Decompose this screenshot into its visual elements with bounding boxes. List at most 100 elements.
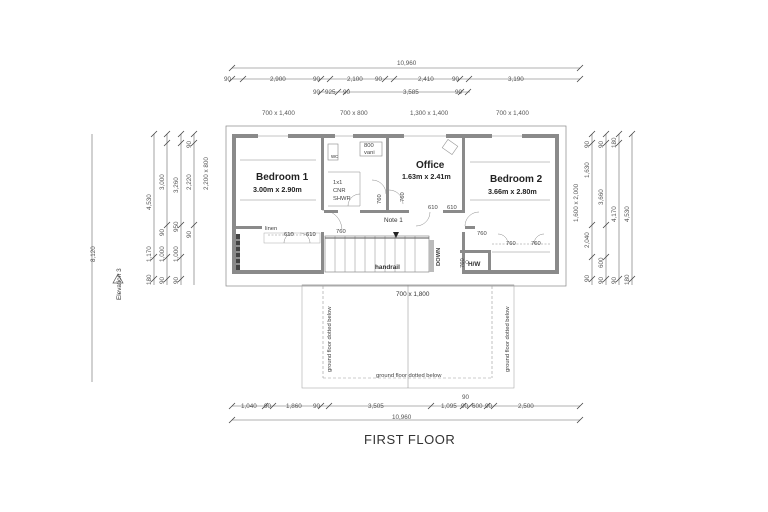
void-area: 700 x 1,800 ground floor dotted below gr… [301, 284, 515, 389]
window-dim-1: 700 x 1,400 [262, 110, 295, 117]
door-width-robe-2: 760 [531, 241, 541, 247]
elevation-marker: Elevation 3 [112, 268, 124, 300]
left-dim-1000b: 1,000 [173, 246, 180, 262]
left-dim-90c: 90 [173, 276, 180, 284]
left-dim-90a: 90 [159, 228, 166, 236]
right-dim-180a: 180 [611, 137, 618, 148]
right-window-dim: 1,600 x 2,000 [573, 183, 580, 222]
right-dim-2040: 2,040 [584, 232, 591, 248]
bottom-dim-5: 3,505 [368, 403, 384, 410]
left-overall-dim: 8,120 [90, 246, 97, 262]
top-dim-3: 90 [313, 76, 321, 83]
bottom-mid-dim: 90 [462, 394, 470, 401]
right-dim-90e: 90 [611, 276, 618, 284]
left-dim-180: 180 [146, 274, 153, 285]
top-row3-3: 90 [343, 89, 351, 96]
shower-label-1: 1x1 [333, 180, 342, 186]
drawing-title: FIRST FLOOR [364, 432, 455, 447]
office-name: Office [416, 160, 445, 171]
right-dimensions: 1,600 x 2,000 90 90 180 1,630 2,040 90 3… [573, 130, 636, 285]
desk-icon [441, 139, 459, 155]
top-dim-2: 2,900 [270, 76, 286, 83]
left-dim-1000a: 1,000 [159, 246, 166, 262]
top-dim-5: 90 [375, 76, 383, 83]
shower-label-2: CNR [333, 188, 346, 194]
bottom-dim-4: 90 [313, 403, 321, 410]
right-dim-1630: 1,630 [584, 162, 591, 178]
bottom-overall-dim: 10,960 [392, 414, 412, 421]
bottom-dim-3: 1,860 [286, 403, 302, 410]
first-floor-plan: wc 800 vani 1x1 CNR SHWR Bedroom 1 3.00m… [225, 125, 567, 389]
window-dim-2: 700 x 800 [340, 110, 368, 117]
note-label: Note 1 [384, 217, 403, 224]
wc-label: wc [330, 154, 338, 160]
window-dim-3: 1,300 x 1,400 [410, 110, 449, 117]
elevation-label: Elevation 3 [116, 268, 123, 300]
door-width-office-side: 760 [400, 192, 406, 202]
top-dim-7: 90 [452, 76, 460, 83]
right-dim-90b: 90 [598, 140, 605, 148]
void-window-dim: 700 x 1,800 [396, 291, 430, 298]
left-window-dim: 2,200 x 800 [203, 157, 210, 190]
top-dim-4: 2,100 [347, 76, 363, 83]
bottom-dim-2: 90 [264, 403, 272, 410]
door-width-robe-1: 760 [506, 241, 516, 247]
bottom-dim-8: 600 [472, 403, 483, 410]
left-dim-3000: 3,000 [159, 174, 166, 190]
right-dim-90c: 90 [584, 274, 591, 282]
left-dim-90b: 90 [159, 276, 166, 284]
bottom-dimensions: 1,040 90 1,860 90 3,505 1,095 90 600 90 … [228, 394, 584, 424]
right-dim-90a: 90 [584, 140, 591, 148]
door-width-linen-1: 610 [284, 232, 294, 238]
top-dim-1: 90 [224, 76, 232, 83]
hw-door-width: 760 [460, 258, 466, 268]
top-dimensions: 10,960 90 2,900 90 2,100 90 2,410 90 3,1… [224, 60, 584, 117]
bedroom2-name: Bedroom 2 [490, 174, 543, 185]
left-dim-950: 950 [173, 221, 180, 232]
left-dim-90d: 90 [186, 140, 193, 148]
left-dimensions: 8,120 Elevation 3 4,530 1, [90, 130, 210, 382]
stair-down-label: DOWN [436, 248, 442, 266]
handrail-label: handrail [375, 264, 400, 271]
left-dim-3260: 3,260 [173, 177, 180, 193]
dotted-label-right: ground floor dotted below [505, 306, 511, 372]
door-width-office-2: 610 [447, 205, 457, 211]
ladder-detail [236, 234, 240, 270]
top-row3-1: 90 [313, 89, 321, 96]
door-width-linen-2: 610 [306, 232, 316, 238]
door-width-bed2: 760 [477, 231, 487, 237]
right-dim-4530: 4,530 [624, 206, 631, 222]
door-width-bed1: 760 [336, 229, 346, 235]
top-row3-5: 90 [455, 89, 463, 96]
right-dim-180b: 180 [624, 274, 631, 285]
office-size: 1.63m x 2.41m [402, 172, 451, 181]
window-dim-4: 700 x 1,400 [496, 110, 529, 117]
vanity-label: vani [364, 150, 375, 156]
right-dim-600: 600 [598, 257, 605, 268]
bedroom1-name: Bedroom 1 [256, 172, 309, 183]
left-dim-4530: 4,530 [146, 194, 153, 210]
top-dim-8: 3,190 [508, 76, 524, 83]
left-dim-90e: 90 [186, 230, 193, 238]
door-width-office-1: 610 [428, 205, 438, 211]
top-row3-2: 925 [325, 89, 336, 96]
linen-label: linen [265, 226, 277, 232]
right-dim-4170: 4,170 [611, 206, 618, 222]
bottom-dim-6: 1,095 [441, 403, 457, 410]
bottom-dim-10: 2,500 [518, 403, 534, 410]
shower-label-3: SHWR [333, 196, 351, 202]
hw-label: H/W [468, 261, 481, 268]
note-arrow-icon [393, 232, 399, 238]
top-overall-dim: 10,960 [397, 60, 417, 67]
top-row3-4: 3,585 [403, 89, 419, 96]
vanity-size: 800 [364, 143, 374, 149]
dotted-label-bottom: ground floor dotted below [376, 373, 442, 379]
dotted-label-left: ground floor dotted below [327, 306, 333, 372]
bottom-dim-1: 1,040 [241, 403, 257, 410]
bottom-dim-7: 90 [461, 403, 469, 410]
left-dim-1170: 1,170 [146, 246, 153, 262]
stairwell: handrail DOWN [324, 235, 442, 273]
top-dim-6: 2,410 [418, 76, 434, 83]
bedroom2-size: 3.66m x 2.80m [488, 187, 537, 196]
